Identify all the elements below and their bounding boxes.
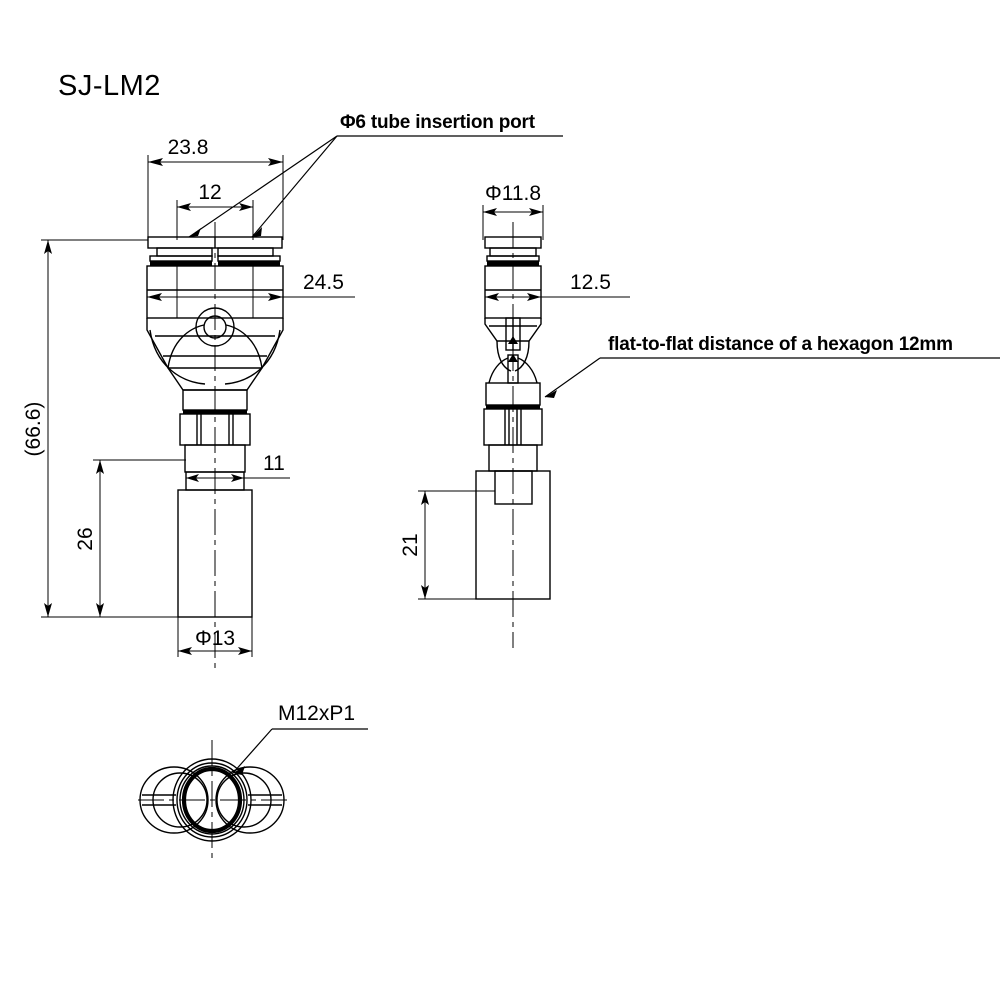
dim-12-5-label: 12.5 <box>570 271 611 294</box>
dim-phi11-8-label: Φ11.8 <box>485 182 541 205</box>
thread-label: M12xP1 <box>278 702 355 725</box>
annotation-hexagon: flat-to-flat distance of a hexagon 12mm <box>544 334 1000 398</box>
annotation-tube-port: Φ6 tube insertion port <box>188 112 563 238</box>
dim-24-5-label: 24.5 <box>303 271 344 294</box>
dim-26-label: 26 <box>74 527 97 550</box>
side-view <box>475 222 551 648</box>
dimension-stem-length-side: 21 <box>399 490 495 600</box>
dim-66-6-label: (66.6) <box>22 402 45 457</box>
annotation-thread: M12xP1 <box>232 702 368 775</box>
dimension-stem-length: 26 <box>74 459 186 618</box>
dim-11-label: 11 <box>263 452 285 475</box>
drawing-title: SJ-LM2 <box>58 70 161 102</box>
dimension-cap-diameter: Φ11.8 <box>482 182 544 240</box>
dim-21-label: 21 <box>399 533 422 556</box>
dimension-body-depth-front: 24.5 <box>147 271 355 301</box>
dimension-port-spacing: 12 <box>176 181 254 240</box>
dimension-body-depth-side: 12.5 <box>485 271 630 301</box>
dim-23-8-label: 23.8 <box>168 136 209 159</box>
tube-port-label: Φ6 tube insertion port <box>340 112 536 133</box>
dimension-overall-height: (66.6) <box>22 239 178 618</box>
hexagon-label: flat-to-flat distance of a hexagon 12mm <box>608 334 953 355</box>
dim-phi13-label: Φ13 <box>195 627 235 650</box>
front-view <box>146 222 284 672</box>
dimension-stem-diameter: Φ13 <box>177 617 253 657</box>
bottom-view: M12xP1 <box>138 702 368 862</box>
dimension-body-width: 23.8 <box>147 136 284 240</box>
dim-12-label: 12 <box>198 181 221 204</box>
dimension-hex-width: 11 <box>186 452 290 482</box>
